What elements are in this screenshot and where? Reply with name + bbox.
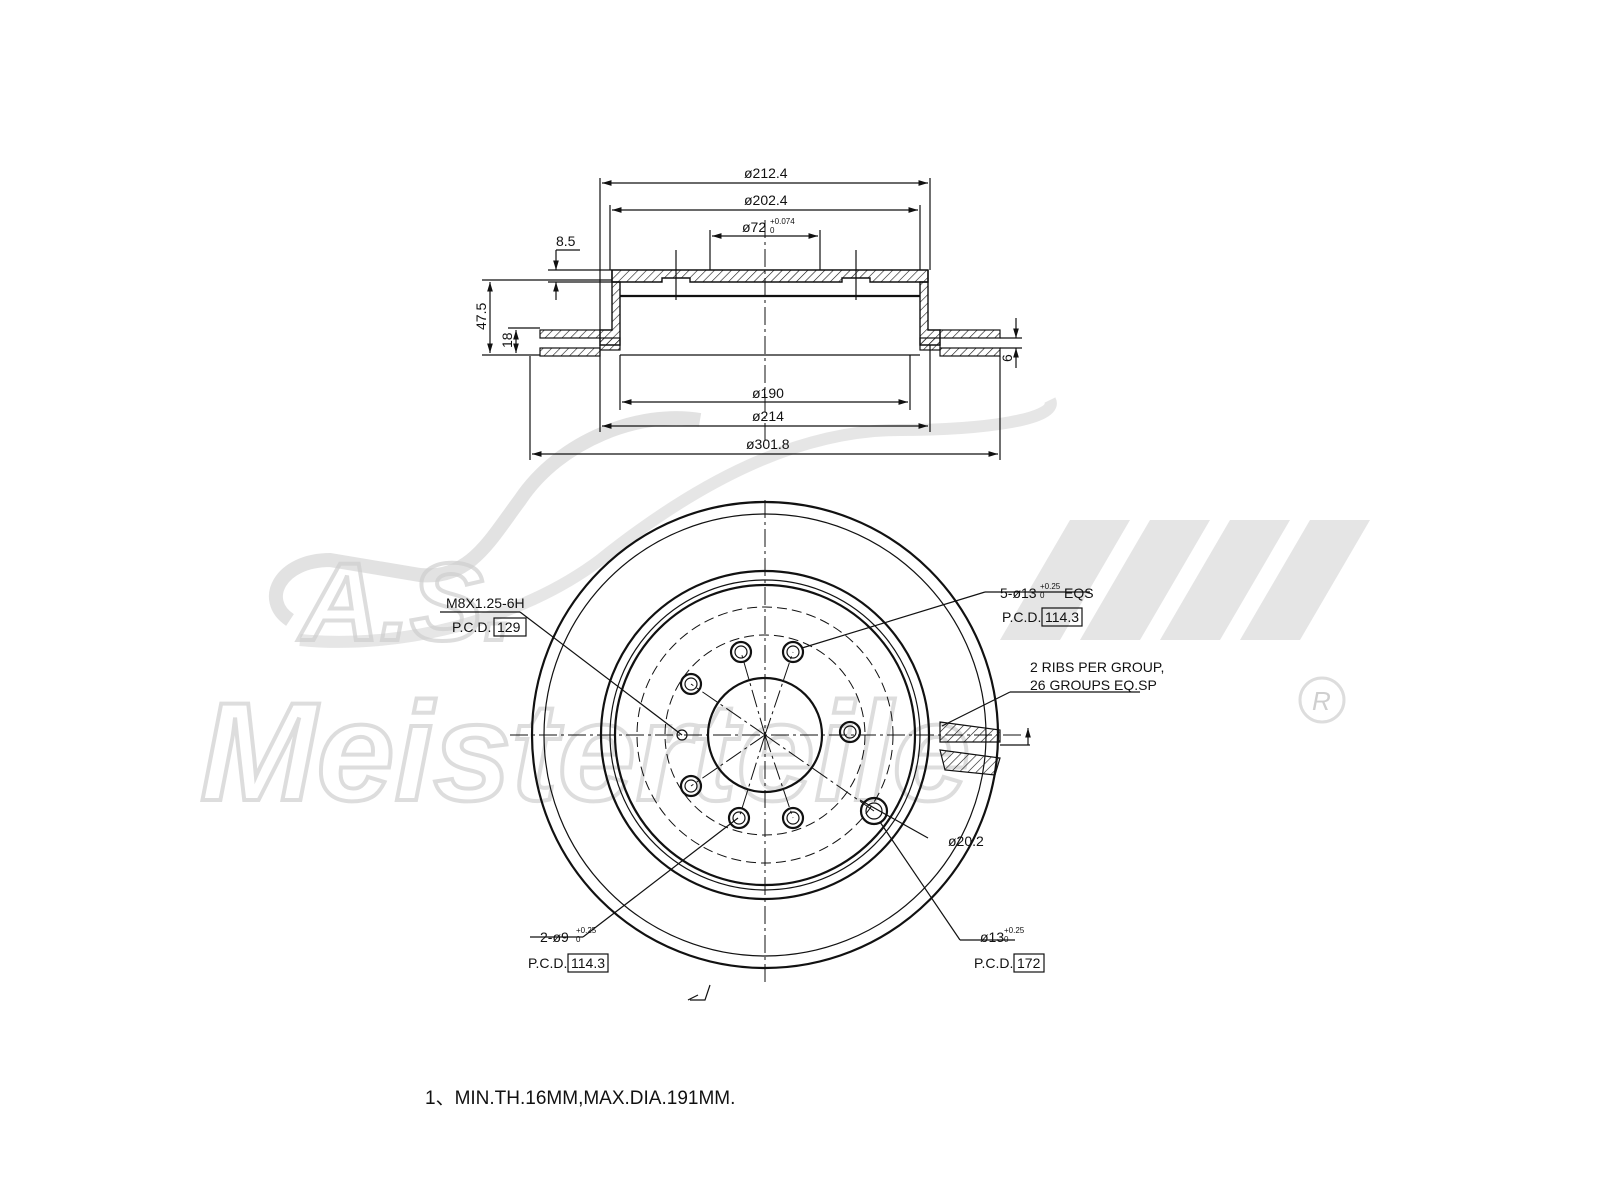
dim-47-5: 47.5 bbox=[473, 303, 489, 330]
watermark: A.S. Meisterteile R bbox=[198, 397, 1370, 832]
center-bore bbox=[706, 676, 824, 794]
label-outer-hole: ø13 bbox=[980, 929, 1004, 945]
bolt-hole-3 bbox=[838, 720, 862, 744]
leader-pin bbox=[582, 817, 739, 938]
label-d-20-2: ø20.2 bbox=[948, 833, 984, 849]
label-thread-pcd-label: P.C.D. bbox=[452, 619, 491, 635]
outer-hole bbox=[859, 796, 889, 826]
box-bolt-pcd bbox=[1041, 607, 1083, 627]
label-bolt-pcd-label: P.C.D. bbox=[1002, 609, 1041, 625]
label-outer-tol-low: 0 bbox=[1004, 935, 1009, 944]
pin-hole-1 bbox=[679, 672, 703, 696]
bolt-hole-2 bbox=[781, 640, 805, 664]
bolt-holes bbox=[676, 640, 889, 830]
registered-mark-icon bbox=[1298, 676, 1346, 724]
leader-ribs bbox=[941, 691, 1011, 727]
front-view: M8X1.25-6H P.C.D. 129 5-ø13 +0.25 0 EQS … bbox=[440, 500, 1164, 1001]
label-bolt-tol-up: +0.25 bbox=[1040, 582, 1061, 591]
ring-left-top bbox=[539, 329, 601, 339]
label-outer-pcd-label: P.C.D. bbox=[974, 955, 1013, 971]
hat-top-section bbox=[611, 269, 929, 283]
label-bolt-holes: 5-ø13 bbox=[1000, 585, 1037, 601]
dim-301: ø301.8 bbox=[746, 436, 790, 452]
label-bolt-tol-low: 0 bbox=[1040, 591, 1045, 600]
label-outer-tol-up: +0.25 bbox=[1004, 926, 1025, 935]
label-thread: M8X1.25-6H bbox=[446, 595, 525, 611]
dim-18: 18 bbox=[499, 332, 515, 348]
dim-214: ø214 bbox=[752, 408, 784, 424]
label-pin-pcd-label: P.C.D. bbox=[528, 955, 567, 971]
dim-72-tol: +0.074 bbox=[770, 217, 795, 226]
pin-hole-2 bbox=[679, 774, 703, 798]
label-pin-pcd: 114.3 bbox=[571, 955, 605, 971]
label-ribs-2: 26 GROUPS EQ.SP bbox=[1030, 677, 1157, 693]
dim-202: ø202.4 bbox=[744, 192, 788, 208]
dim-212: ø212.4 bbox=[744, 165, 788, 181]
box-outer-pcd bbox=[1013, 953, 1045, 973]
note-1: 1、MIN.TH.16MM,MAX.DIA.191MM. bbox=[425, 1088, 735, 1109]
leader-bolt bbox=[801, 591, 986, 649]
label-ribs-1: 2 RIBS PER GROUP, bbox=[1030, 659, 1164, 675]
side-view: ø212.4 ø202.4 ø72 +0.074 0 8.5 47.5 18 6… bbox=[473, 165, 1022, 460]
box-pin-pcd bbox=[567, 953, 609, 973]
bolt-hole-5 bbox=[727, 806, 751, 830]
dim-190: ø190 bbox=[752, 385, 784, 401]
registered-mark-text: R bbox=[1312, 686, 1331, 716]
bolt-hole-4 bbox=[781, 806, 805, 830]
brand-stripes bbox=[1000, 520, 1370, 640]
hat-face bbox=[613, 583, 917, 887]
rib-detail-upper bbox=[939, 721, 1001, 743]
pcd-114-circle bbox=[664, 634, 866, 836]
label-thread-pcd: 129 bbox=[497, 619, 521, 635]
rib-detail-lower bbox=[939, 749, 1001, 776]
hat-outer bbox=[599, 569, 931, 901]
label-pin-tol-up: +0.25 bbox=[576, 926, 597, 935]
bolt-hole-1 bbox=[729, 640, 753, 664]
ring-right-bottom bbox=[939, 347, 1001, 357]
ring-left-join bbox=[599, 337, 621, 351]
threaded-hole bbox=[676, 729, 688, 741]
ring-left-bottom bbox=[539, 347, 601, 357]
leader-20-2 bbox=[859, 799, 929, 839]
dim-8-5: 8.5 bbox=[556, 233, 576, 249]
dim-72: ø72 bbox=[742, 219, 766, 235]
watermark-brand-top: A.S. bbox=[297, 541, 514, 664]
hat-inner bbox=[609, 579, 921, 891]
box-thread-pcd bbox=[493, 617, 527, 637]
label-pin-holes: 2-ø9 bbox=[540, 929, 569, 945]
ring-right-top bbox=[939, 329, 1001, 339]
label-pin-tol-low: 0 bbox=[576, 935, 581, 944]
label-bolt-pcd: 114.3 bbox=[1045, 609, 1079, 625]
dim-72-tol-low: 0 bbox=[770, 226, 775, 235]
section-mark bbox=[690, 984, 711, 1001]
dim-6: 6 bbox=[999, 354, 1015, 362]
leader-thread bbox=[519, 611, 683, 736]
pcd-129-circle bbox=[636, 606, 894, 864]
watermark-brand-main: Meisterteile bbox=[200, 673, 970, 830]
label-outer-pcd: 172 bbox=[1017, 955, 1041, 971]
leader-outer bbox=[879, 821, 961, 941]
label-bolt-eqs: EQS bbox=[1064, 585, 1094, 601]
